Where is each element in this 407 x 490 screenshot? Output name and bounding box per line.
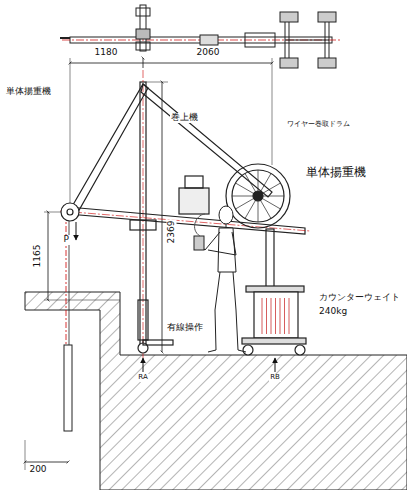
drum-spoke xyxy=(235,183,253,194)
part-name: 有線操作 xyxy=(166,323,204,333)
dimension: 1180 xyxy=(94,48,119,58)
weight-plate xyxy=(280,298,281,334)
dimension: 200 xyxy=(28,465,47,475)
part-name: ワイヤー巻取ドラム xyxy=(286,121,351,129)
plan-view xyxy=(60,5,340,68)
weight-plate xyxy=(266,298,267,334)
crane-frame xyxy=(60,70,310,360)
drum-spoke xyxy=(245,173,256,191)
drum-spoke xyxy=(261,173,272,191)
dimension: 1165 xyxy=(32,244,42,269)
drum-spoke xyxy=(235,199,253,210)
counterweight-plates xyxy=(262,298,289,334)
load-and-rope xyxy=(64,214,76,431)
weight-plate xyxy=(284,298,285,334)
drum-spoke xyxy=(258,170,259,191)
dimension: 2060 xyxy=(196,48,221,58)
part-name: 単体揚重機 xyxy=(305,166,367,179)
drum-spoke xyxy=(263,196,284,197)
dimension: 2369 xyxy=(166,220,176,245)
weight-plate xyxy=(275,298,276,334)
weight-plate xyxy=(271,298,272,334)
drum-spoke xyxy=(262,183,280,194)
drum-spoke xyxy=(258,201,259,222)
drum-spoke xyxy=(232,196,253,197)
drum-spokes xyxy=(232,170,284,222)
drum-spoke xyxy=(261,200,272,218)
drum-spoke xyxy=(262,199,280,210)
drum-spoke xyxy=(245,200,256,218)
part-name: カウンターウェイト xyxy=(318,293,401,303)
part-name: 巻上機 xyxy=(170,113,199,123)
reaction-label: RA xyxy=(137,374,148,382)
part-name: 単体揚重機 xyxy=(5,87,52,97)
weight-plate xyxy=(289,298,290,334)
reaction-arrows xyxy=(143,358,275,372)
reaction-label: RB xyxy=(269,374,281,382)
weight-plate xyxy=(262,298,263,334)
part-name: 240kg xyxy=(318,307,348,317)
building-section xyxy=(25,292,407,490)
load-label: P xyxy=(63,235,70,245)
